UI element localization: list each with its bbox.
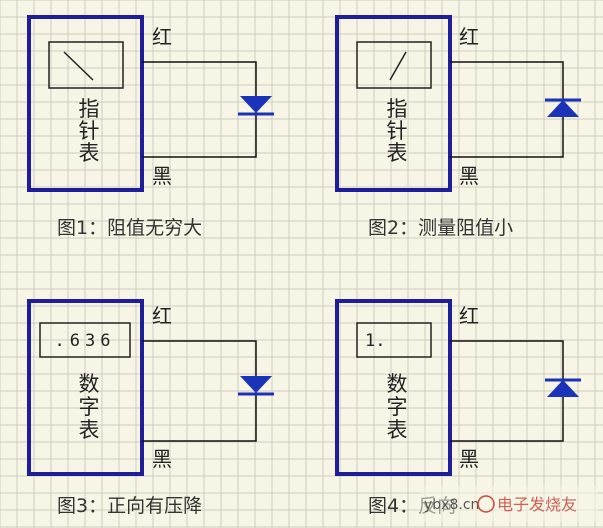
meter-label-1: 指 xyxy=(387,97,408,121)
panel-3: .636 数 字 表 红 黑 图3：正向有压降 xyxy=(27,299,274,517)
meter-label-2: 针 xyxy=(79,119,100,143)
caption-1: 图1：阻值无穷大 xyxy=(57,217,202,239)
meter-body xyxy=(27,15,144,192)
needle xyxy=(389,51,407,81)
black-probe-label: 黑 xyxy=(152,164,172,188)
meter-label-3: 表 xyxy=(79,418,100,442)
diode-triangle xyxy=(240,96,272,113)
black-probe-label: 黑 xyxy=(152,447,172,471)
watermark-logo-icon xyxy=(477,495,495,513)
needle-dial xyxy=(48,41,124,89)
needle xyxy=(63,51,94,81)
diode-triangle xyxy=(547,100,579,117)
probe-wires xyxy=(450,61,564,158)
meter-label-2: 字 xyxy=(387,395,408,419)
black-probe-label: 黑 xyxy=(459,447,479,471)
caption-3: 图3：正向有压降 xyxy=(57,495,202,517)
meter-label-3: 表 xyxy=(387,418,408,442)
red-probe-label: 红 xyxy=(459,304,479,328)
meter-label-1: 数 xyxy=(79,372,100,396)
watermark: ybx8.cn 电子发烧友 xyxy=(420,486,598,522)
diode-triangle xyxy=(240,376,272,393)
red-probe-label: 红 xyxy=(152,304,172,328)
meter-label-3: 表 xyxy=(387,141,408,165)
meter-body xyxy=(335,299,452,476)
black-probe-label: 黑 xyxy=(459,164,479,188)
meter-body xyxy=(335,15,452,192)
meter-label-1: 指 xyxy=(79,97,100,121)
watermark-backdrop xyxy=(420,486,598,522)
panel-2: 指 针 表 红 黑 图2：测量阻值小 xyxy=(335,15,581,239)
meter-label-2: 字 xyxy=(79,395,100,419)
watermark-site: ybx8.cn xyxy=(424,497,479,513)
display-reading: .636 xyxy=(55,331,116,351)
meter-label-2: 针 xyxy=(387,119,408,143)
diode-triangle xyxy=(547,380,579,397)
meter-label-1: 数 xyxy=(387,372,408,396)
digital-display xyxy=(39,322,131,358)
meter-label-3: 表 xyxy=(79,141,100,165)
needle-dial xyxy=(356,41,432,89)
caption-2: 图2：测量阻值小 xyxy=(368,217,513,239)
panel-4: 1. 数 字 表 红 黑 图4：反向 xyxy=(335,299,581,517)
red-probe-label: 红 xyxy=(152,25,172,49)
meter-body xyxy=(27,299,144,476)
digital-display xyxy=(356,322,432,358)
probe-wires xyxy=(142,61,257,158)
red-probe-label: 红 xyxy=(459,25,479,49)
display-reading: 1. xyxy=(365,331,385,351)
watermark-brand: 电子发烧友 xyxy=(497,495,577,514)
panel-1: 指 针 表 红 黑 图1：阻值无穷大 xyxy=(27,15,274,239)
